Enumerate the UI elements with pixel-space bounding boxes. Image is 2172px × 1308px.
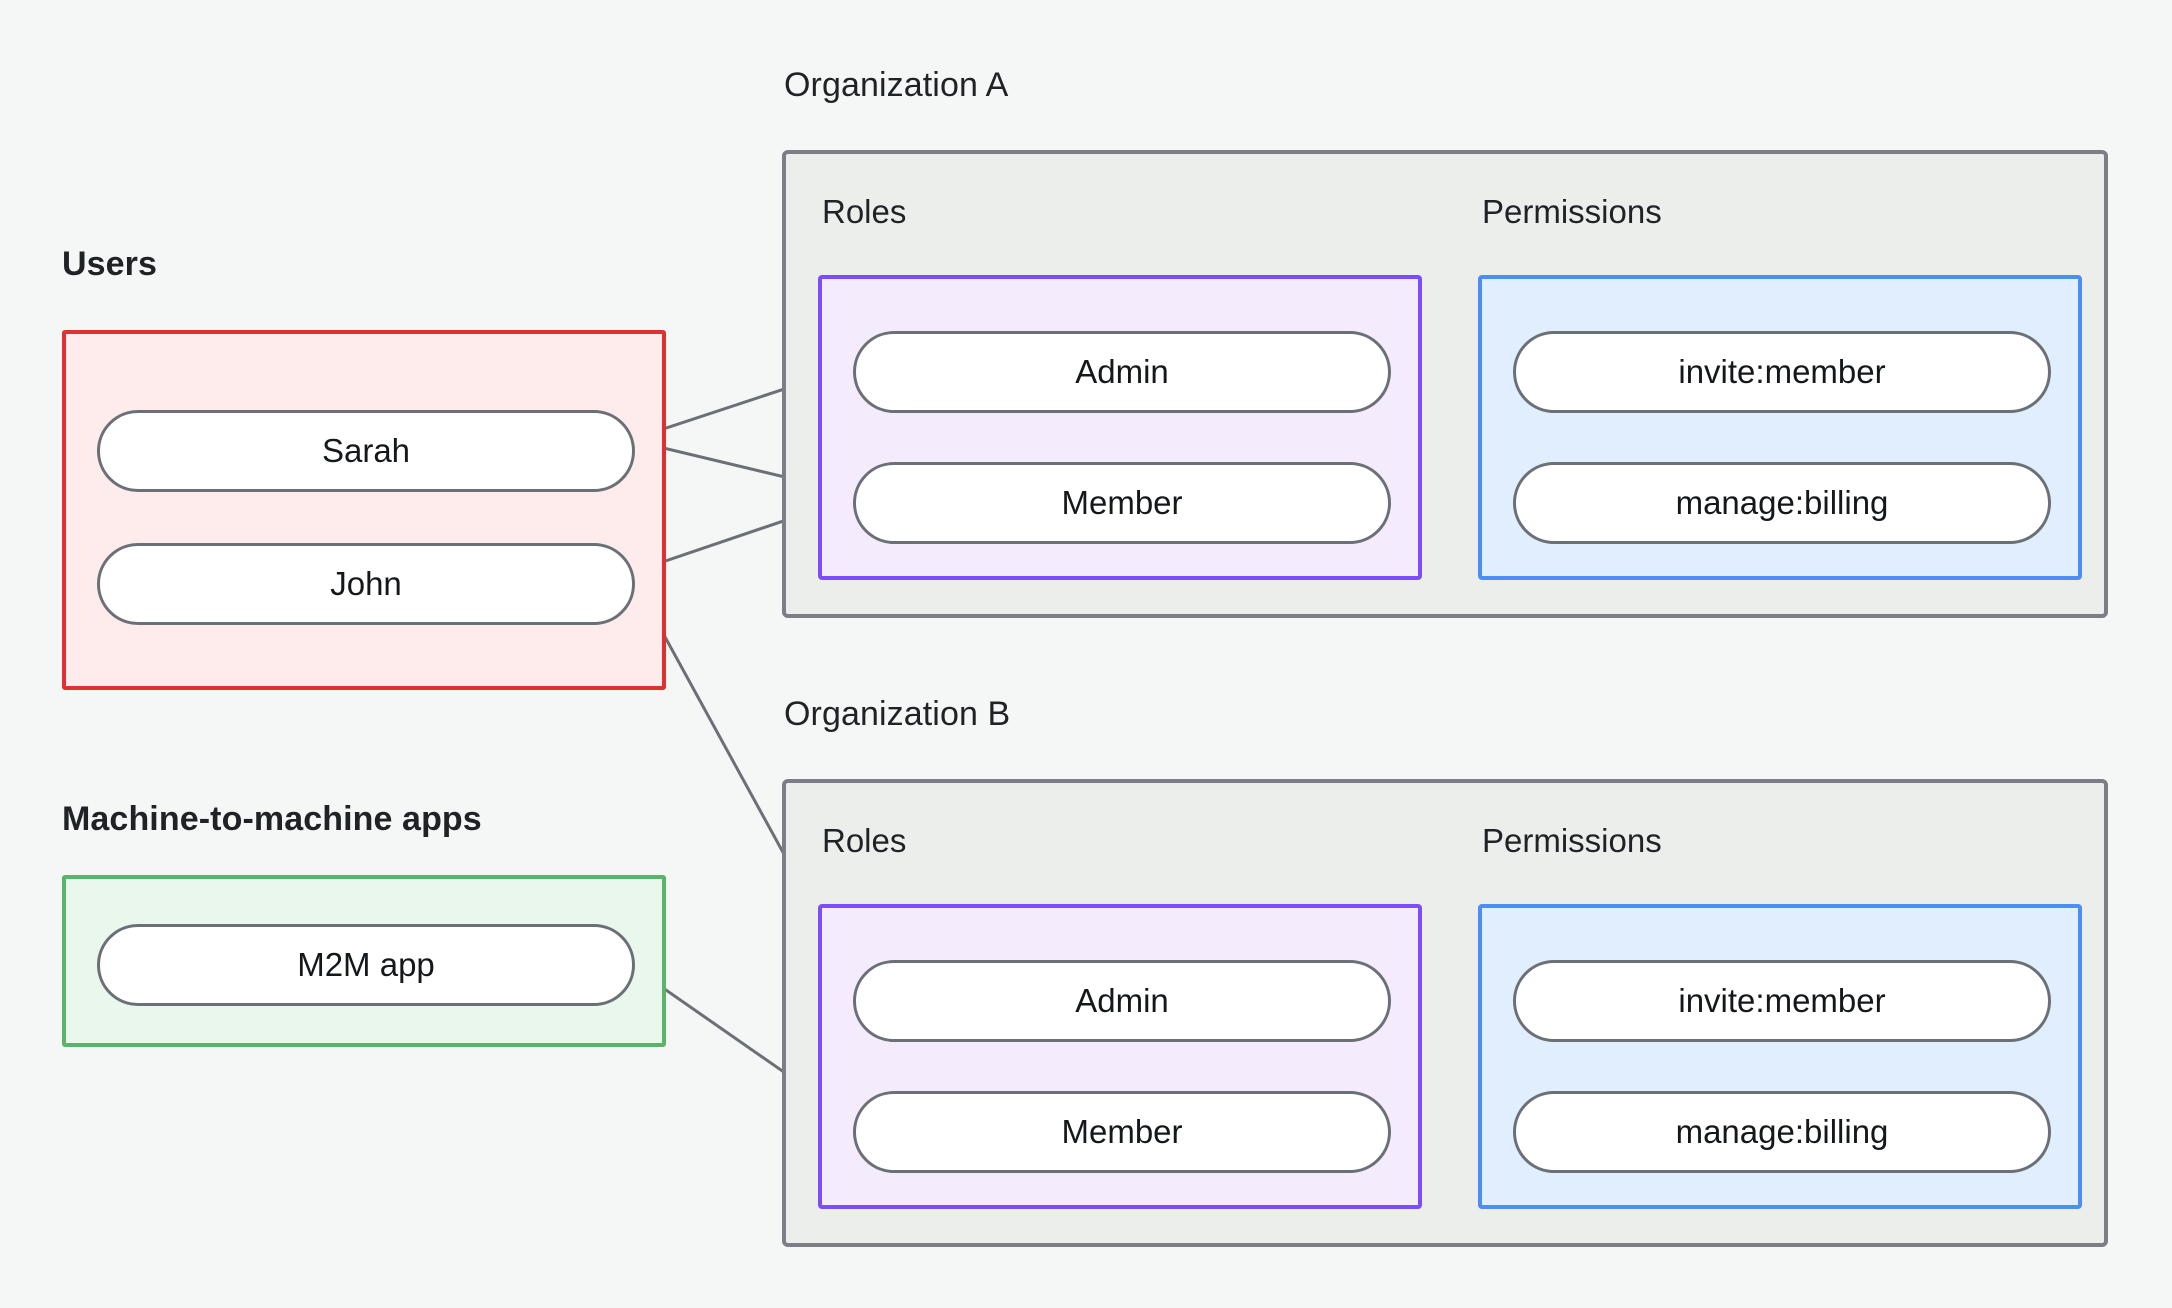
organization-b-label: Organization B [784,695,1011,733]
role-node-label: Admin [1075,353,1169,390]
permission-node-label: manage:billing [1675,484,1889,521]
role-node-admin[interactable]: Admin [853,331,1391,413]
permission-node-label: manage:billing [1675,1113,1889,1150]
role-node-admin[interactable]: Admin [853,960,1391,1042]
users-group-label: Users [62,245,158,283]
organization-b-permissions-container: invite:member manage:billing [1478,904,2082,1209]
user-node-john[interactable]: John [97,543,635,625]
permission-node-invite-member[interactable]: invite:member [1513,331,2051,413]
role-node-member[interactable]: Member [853,1091,1391,1173]
organization-a-permissions-label: Permissions [1482,193,1662,230]
user-node-label: John [330,565,402,602]
user-node-label: Sarah [321,432,411,469]
permission-node-manage-billing[interactable]: manage:billing [1513,462,2051,544]
organization-a-roles-container: Admin Member [818,275,1422,580]
role-node-label: Admin [1075,982,1169,1019]
organization-a-permissions-container: invite:member manage:billing [1478,275,2082,580]
organization-b-roles-label: Roles [822,822,907,859]
organization-b-permissions-label: Permissions [1482,822,1662,859]
m2m-node-app[interactable]: M2M app [97,924,635,1006]
users-container: Sarah John [62,330,666,690]
m2m-group-label: Machine-to-machine apps [62,800,482,838]
role-node-label: Member [1061,1113,1183,1150]
permission-node-label: invite:member [1678,982,1886,1019]
organization-a-container: Roles Permissions Admin Member invite:me… [782,150,2108,618]
organization-b-container: Roles Permissions Admin Member invite:me… [782,779,2108,1247]
m2m-container: M2M app [62,875,666,1047]
role-node-label: Member [1061,484,1183,521]
user-node-sarah[interactable]: Sarah [97,410,635,492]
organization-a-label: Organization A [784,66,1009,104]
permission-node-manage-billing[interactable]: manage:billing [1513,1091,2051,1173]
m2m-node-label: M2M app [297,946,435,983]
permission-node-invite-member[interactable]: invite:member [1513,960,2051,1042]
permission-node-label: invite:member [1678,353,1886,390]
organization-b-roles-container: Admin Member [818,904,1422,1209]
role-node-member[interactable]: Member [853,462,1391,544]
organization-a-roles-label: Roles [822,193,907,230]
